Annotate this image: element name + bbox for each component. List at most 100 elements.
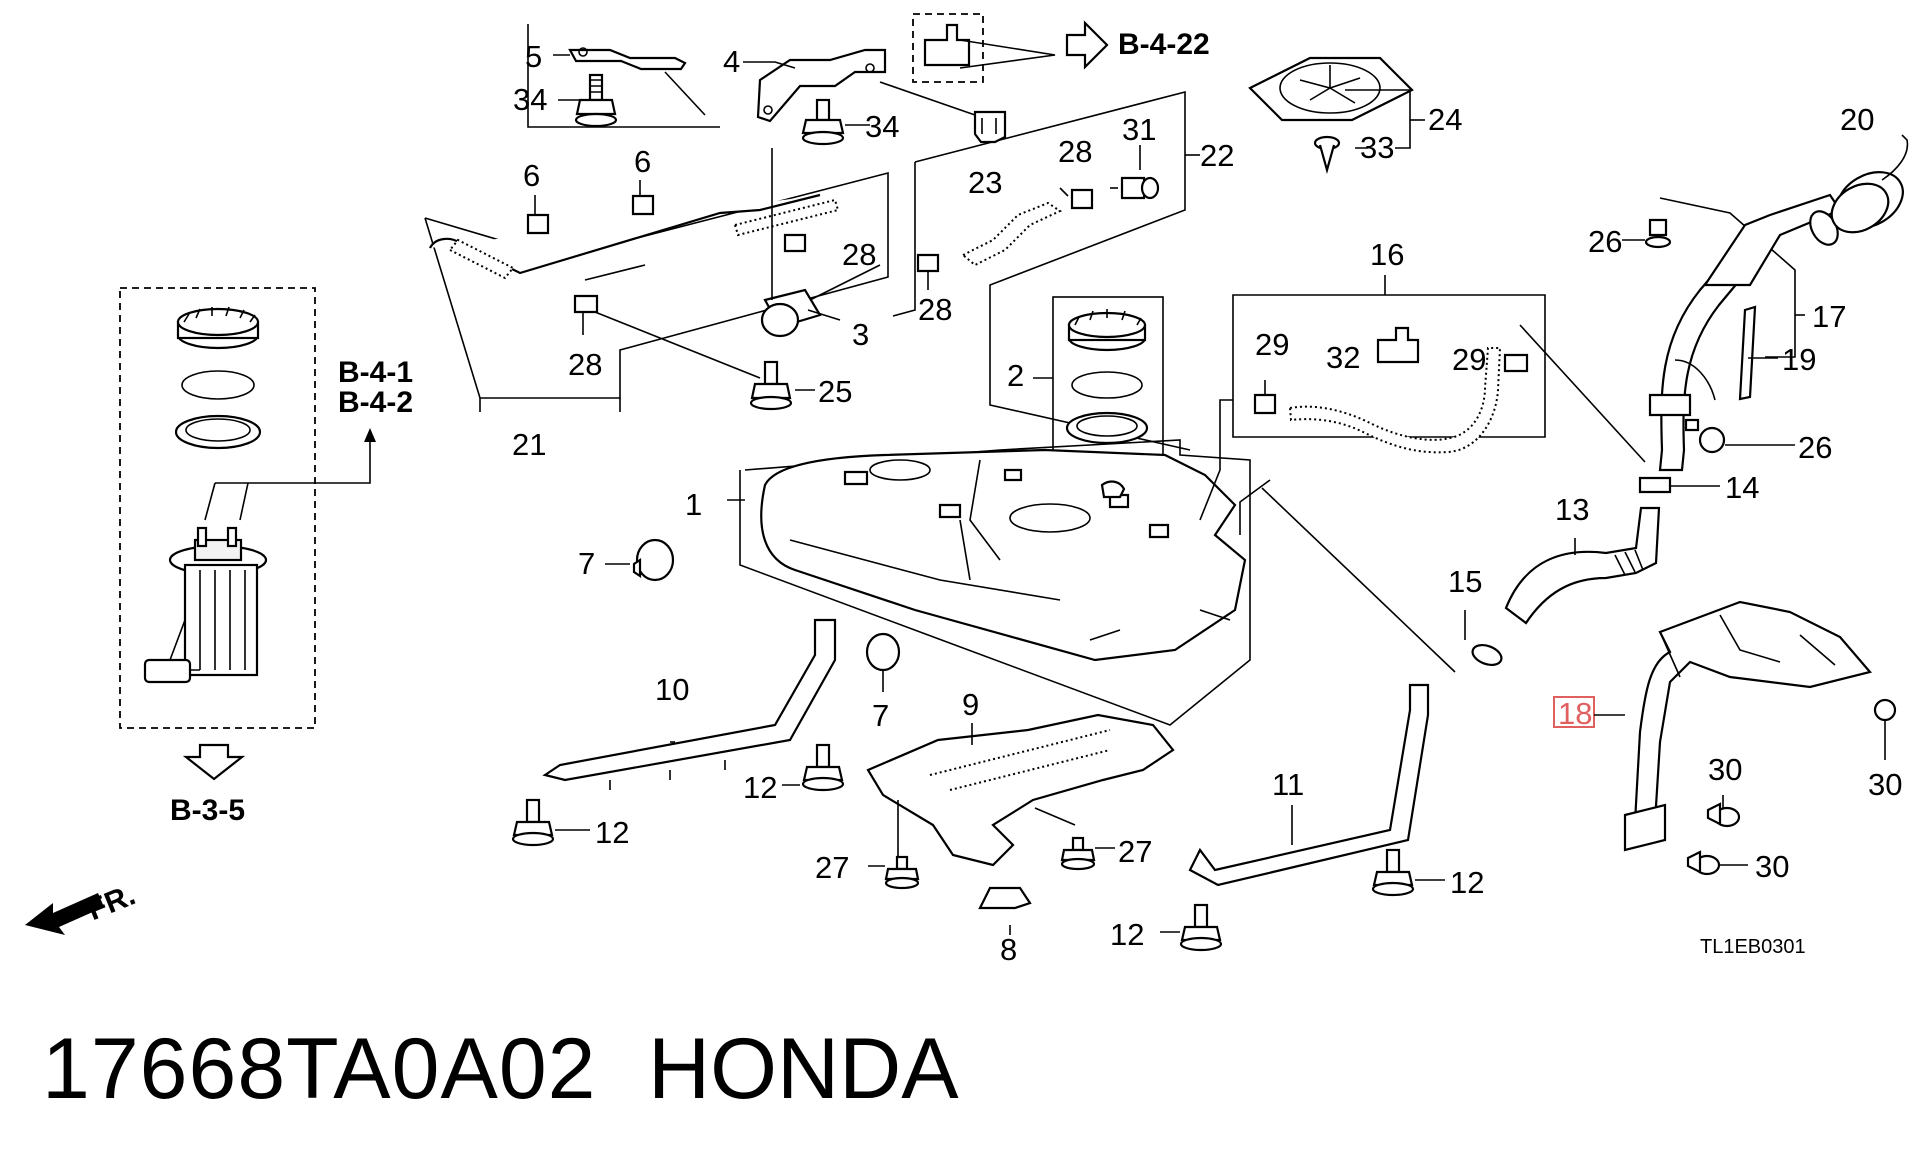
callout-6b[interactable]: 6 [634,144,651,179]
tank-strap-11 [1188,683,1430,887]
callout-21[interactable]: 21 [512,427,546,462]
bracket-4 [756,48,887,123]
callout-30a[interactable]: 30 [1708,752,1742,787]
clip-30-c [1873,698,1897,760]
callout-34b[interactable]: 34 [865,109,899,144]
callout-20[interactable]: 20 [1840,102,1874,137]
clip-7-b [865,632,901,672]
callout-18[interactable]: 18 [1558,696,1592,731]
bolt-25 [749,360,793,411]
tank-o-ring [1071,371,1143,399]
callout-27b[interactable]: 27 [1118,834,1152,869]
callout-12c[interactable]: 12 [1450,865,1484,900]
callout-15[interactable]: 15 [1448,564,1482,599]
callout-9[interactable]: 9 [962,687,979,722]
tank-gasket [1065,411,1149,445]
hose-clip-29-right [1503,353,1529,373]
callout-3[interactable]: 3 [852,317,869,352]
callout-1[interactable]: 1 [685,487,702,522]
callout-32[interactable]: 32 [1326,340,1360,375]
arrow-up-icon [364,428,376,442]
callout-29a[interactable]: 29 [1255,327,1289,362]
hose-clip-23 [973,110,1007,144]
clamp-15 [1471,644,1503,666]
callout-34a[interactable]: 34 [513,82,547,117]
clip-6-b [631,180,655,216]
callout-19[interactable]: 19 [1782,342,1816,377]
callout-25[interactable]: 25 [818,374,852,409]
callout-12b[interactable]: 12 [743,770,777,805]
pump-o-ring [181,370,255,400]
bracket-5 [568,47,687,71]
fuel-line-21 [429,193,840,281]
callout-28a[interactable]: 28 [1058,134,1092,169]
vent-hose-16 [1288,347,1502,454]
callout-30b[interactable]: 30 [1755,849,1789,884]
clip-30-a [1706,802,1741,828]
callout-29b[interactable]: 29 [1452,342,1486,377]
bolt-12-c [1371,848,1415,897]
filler-hose-13 [1504,506,1661,625]
callout-30c[interactable]: 30 [1868,767,1902,802]
ref-b-4-2[interactable]: B-4-2 [338,386,413,419]
callout-23[interactable]: 23 [968,165,1002,200]
pump-lock-ring [176,306,260,350]
callout-27a[interactable]: 27 [815,850,849,885]
fuel-pump-body [143,526,268,684]
pump-gasket [174,414,262,450]
splash-shield-18 [1623,600,1872,852]
callout-33[interactable]: 33 [1360,130,1394,165]
callout-22[interactable]: 22 [1200,138,1234,173]
callout-26b[interactable]: 26 [1798,430,1832,465]
callout-5[interactable]: 5 [525,39,542,74]
nut-27-a [884,855,920,890]
callout-labels: 1 2 3 4 5 6 6 7 7 8 9 10 11 12 12 12 12 … [512,39,1902,967]
callout-28d[interactable]: 28 [918,292,952,327]
hose-clip-28-a [1059,187,1094,210]
callout-12a[interactable]: 12 [595,815,629,850]
callout-28b[interactable]: 28 [842,237,876,272]
clip-7-a [632,538,675,582]
callout-12d[interactable]: 12 [1110,917,1144,952]
part-18-highlight[interactable] [1553,696,1595,728]
clamp-14 [1638,476,1672,494]
canister-3 [760,288,841,338]
callout-8[interactable]: 8 [1000,932,1017,967]
ref-b-4-22[interactable]: B-4-22 [1118,28,1210,61]
callout-11[interactable]: 11 [1272,767,1304,802]
callout-7b[interactable]: 7 [872,698,889,733]
callout-16[interactable]: 16 [1370,237,1404,272]
nut-27-b [1060,836,1096,871]
front-label: FR. [83,878,140,927]
callout-28c[interactable]: 28 [568,347,602,382]
hose-clip-28-b [783,233,807,253]
callout-2[interactable]: 2 [1007,358,1024,393]
heat-shield-9 [866,713,1175,867]
hollow-arrow-down-icon [182,743,246,781]
callout-13[interactable]: 13 [1555,492,1589,527]
callout-14[interactable]: 14 [1725,470,1759,505]
callout-10[interactable]: 10 [655,672,689,707]
clip-8 [978,886,1032,910]
callout-6a[interactable]: 6 [523,158,540,193]
part-number: 17668TA0A02 [42,1021,597,1117]
clip-30-b [1686,850,1721,876]
clip-32 [1376,326,1420,364]
ref-b-4-1[interactable]: B-4-1 [338,356,413,389]
fuel-pump-group [119,287,316,729]
callout-4[interactable]: 4 [723,44,740,79]
callout-17[interactable]: 17 [1812,299,1846,334]
ref-b-3-5[interactable]: B-3-5 [170,794,245,827]
bolt-26-top [1644,218,1672,249]
callout-7a[interactable]: 7 [578,546,595,581]
fuel-cap-20 [1830,134,1909,234]
filler-neck-17 [1648,193,1842,472]
valve-31 [1110,176,1160,200]
tank-lock-ring [1067,309,1147,352]
callout-24[interactable]: 24 [1428,102,1462,137]
bolt-12-a [511,798,555,847]
callout-26a[interactable]: 26 [1588,224,1622,259]
bolt-34-left [574,73,618,128]
callout-31[interactable]: 31 [1122,112,1156,147]
